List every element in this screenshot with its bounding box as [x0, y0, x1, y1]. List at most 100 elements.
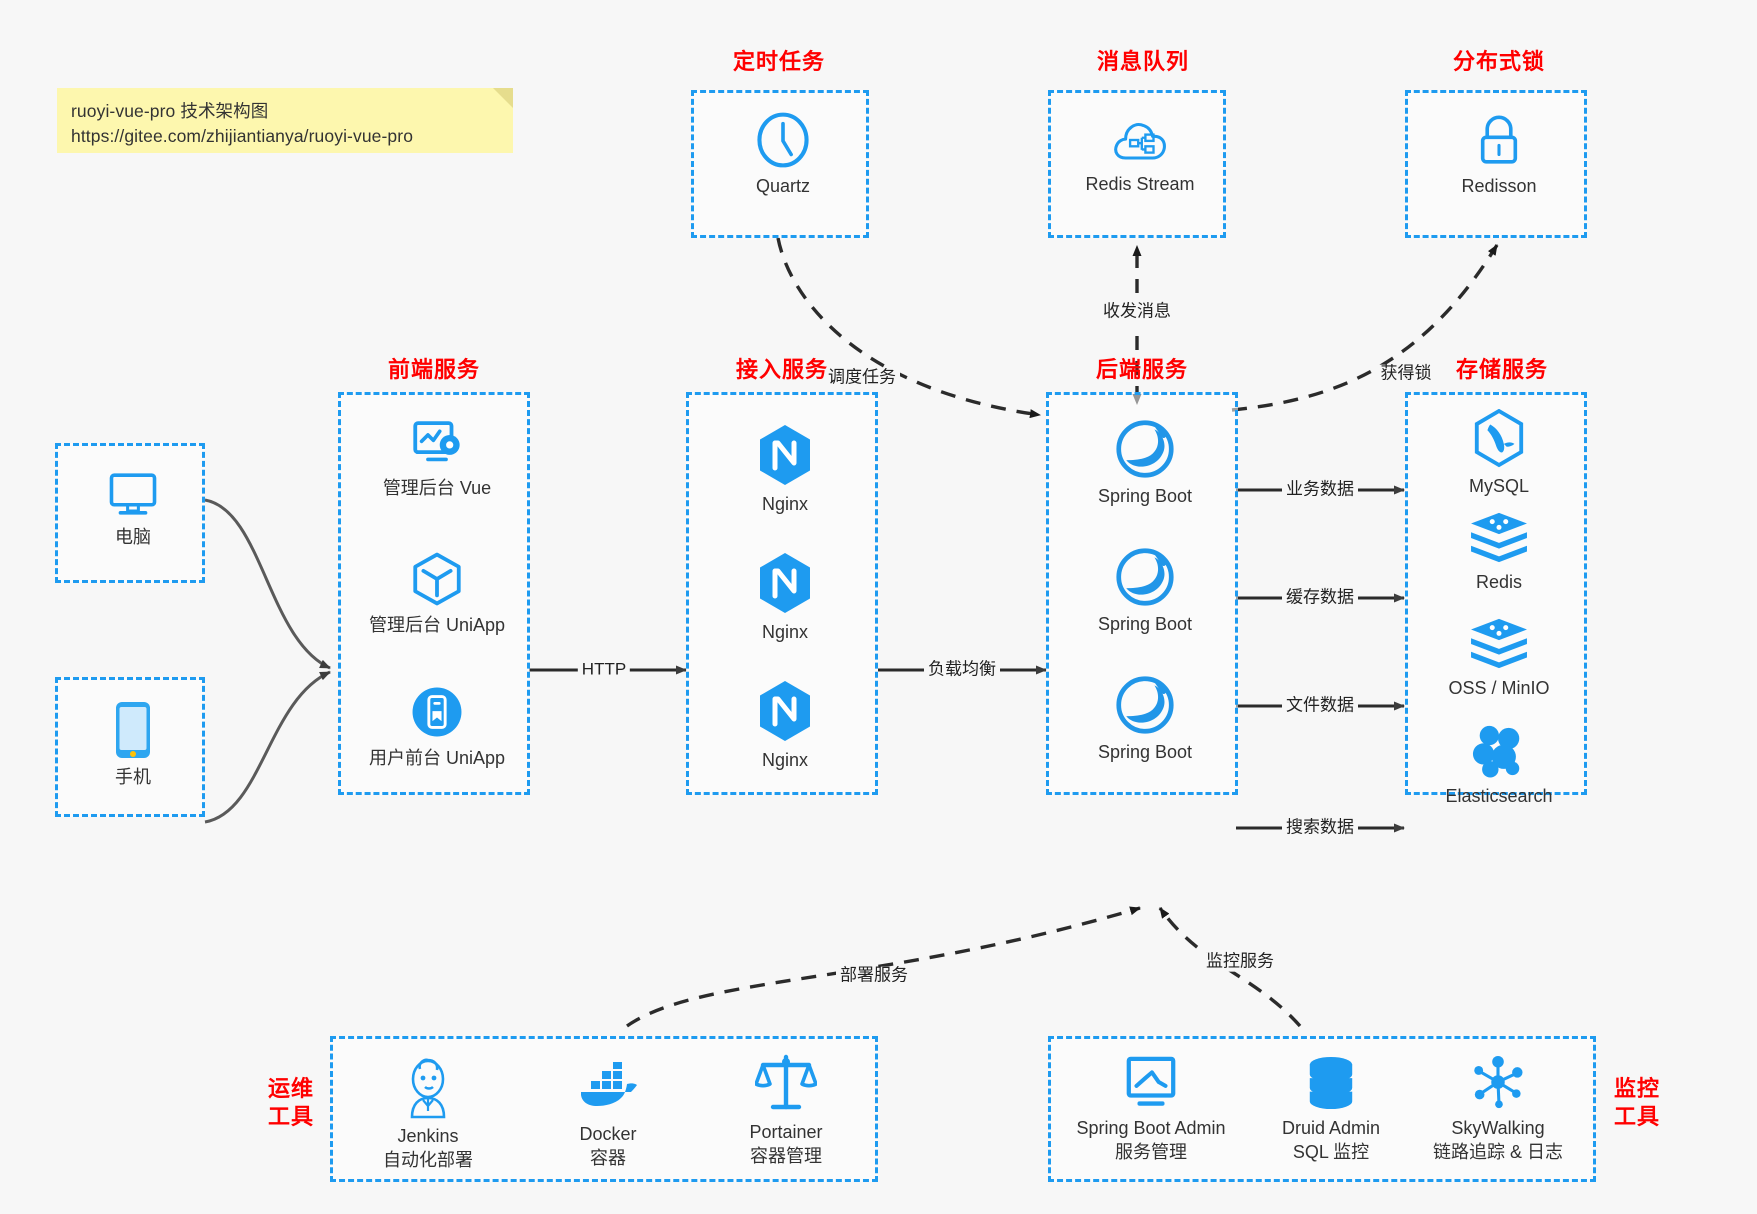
node-label: Redis Stream — [1085, 174, 1195, 194]
node-mysql[interactable]: MySQL — [1408, 409, 1590, 498]
group-title-distributed-lock: 分布式锁 — [1452, 49, 1545, 74]
node-portainer[interactable]: Portainer 容器管理 — [701, 1053, 871, 1169]
node-computer[interactable]: 电脑 — [58, 468, 208, 549]
group-title-message-queue: 消息队列 — [1096, 49, 1189, 74]
note-line-url: https://gitee.com/zhijiantianya/ruoyi-vu… — [71, 126, 414, 147]
group-backend: Spring Boot Spring Boot Spring Boot — [1046, 392, 1238, 795]
group-title-storage: 存储服务 — [1455, 357, 1548, 382]
group-client-pc: 电脑 — [55, 443, 205, 583]
group-storage: MySQL Redis OSS / MinIO — [1405, 392, 1590, 806]
group-client-phone: 手机 — [55, 677, 205, 817]
docker-icon — [581, 1062, 637, 1106]
node-user-uniapp[interactable]: 用户前台 UniApp — [341, 683, 533, 770]
node-nginx-3[interactable]: Nginx — [689, 679, 881, 772]
node-label: OSS / MinIO — [1448, 678, 1550, 698]
node-nginx-2[interactable]: Nginx — [689, 551, 881, 644]
edge-label-search-data: 搜索数据 — [1282, 818, 1358, 838]
node-quartz[interactable]: Quartz — [694, 111, 872, 198]
node-label: SkyWalking — [1451, 1118, 1545, 1138]
node-label: MySQL — [1468, 476, 1529, 496]
node-label: Portainer — [749, 1122, 823, 1142]
node-redisson[interactable]: Redisson — [1408, 111, 1590, 198]
group-title-monitoring-line1: 监控 — [1613, 1076, 1660, 1101]
node-label: Nginx — [761, 622, 809, 642]
node-sublabel: 容器管理 — [750, 1146, 822, 1167]
note-fold-corner — [493, 88, 513, 108]
node-redis-stream[interactable]: Redis Stream — [1051, 113, 1229, 196]
node-label: Elasticsearch — [1445, 786, 1553, 806]
node-elasticsearch[interactable]: Elasticsearch — [1408, 723, 1590, 808]
node-label: Spring Boot Admin — [1076, 1118, 1226, 1138]
node-docker[interactable]: Docker 容器 — [523, 1061, 693, 1171]
spring-boot-icon — [1116, 420, 1174, 478]
node-label: Nginx — [761, 750, 809, 770]
jenkins-icon — [410, 1058, 446, 1119]
node-label: Spring Boot — [1097, 614, 1193, 634]
node-sublabel: 链路追踪 & 日志 — [1432, 1142, 1563, 1163]
spring-boot-icon — [1116, 548, 1174, 606]
node-label: Jenkins — [397, 1126, 459, 1146]
edge-label-acquire-lock: 获得锁 — [1376, 364, 1436, 384]
smartphone-icon — [116, 702, 150, 758]
node-sublabel: 自动化部署 — [383, 1150, 473, 1171]
mysql-icon — [1474, 409, 1524, 468]
edge-label-file-data: 文件数据 — [1282, 696, 1358, 716]
node-druid-admin[interactable]: Druid Admin SQL 监控 — [1241, 1055, 1421, 1165]
node-skywalking[interactable]: SkyWalking 链路追踪 & 日志 — [1403, 1055, 1593, 1165]
mobile-app-icon — [412, 687, 462, 737]
group-title-scheduled-task: 定时任务 — [732, 49, 825, 74]
nginx-icon — [760, 553, 810, 613]
group-title-gateway: 接入服务 — [735, 357, 828, 382]
edge-label-schedule-task: 调度任务 — [824, 368, 900, 388]
node-nginx-1[interactable]: Nginx — [689, 423, 881, 516]
edge-label-load-balance: 负载均衡 — [924, 660, 1000, 680]
node-sublabel: 容器 — [590, 1148, 626, 1169]
redis-icon — [1471, 512, 1527, 563]
clock-icon — [757, 112, 809, 168]
portainer-scales-icon — [755, 1054, 817, 1110]
node-spring-boot-3[interactable]: Spring Boot — [1049, 675, 1241, 764]
group-monitoring: Spring Boot Admin 服务管理 Druid Admin SQL 监… — [1048, 1036, 1596, 1182]
elasticsearch-icon — [1472, 725, 1520, 778]
edge-label-cache-data: 缓存数据 — [1282, 588, 1358, 608]
edge-label-http: HTTP — [577, 660, 631, 680]
info-note: ruoyi-vue-pro 技术架构图 https://gitee.com/zh… — [57, 88, 513, 153]
edge-label-business-data: 业务数据 — [1282, 480, 1358, 500]
node-admin-vue[interactable]: 管理后台 Vue — [341, 417, 533, 500]
edge-label-deploy-service: 部署服务 — [836, 966, 912, 986]
spring-boot-icon — [1116, 676, 1174, 734]
nginx-icon — [760, 681, 810, 741]
node-sublabel: 服务管理 — [1115, 1142, 1187, 1163]
lock-icon — [1480, 115, 1518, 164]
edge-label-send-receive: 收发消息 — [1099, 302, 1175, 322]
node-label: Druid Admin — [1281, 1118, 1381, 1138]
group-title-devops-line1: 运维 — [267, 1076, 314, 1101]
group-title-frontend: 前端服务 — [387, 357, 480, 382]
group-message-queue: Redis Stream — [1048, 90, 1226, 238]
node-redis[interactable]: Redis — [1408, 511, 1590, 594]
node-spring-boot-admin[interactable]: Spring Boot Admin 服务管理 — [1051, 1055, 1251, 1165]
node-label: 手机 — [115, 767, 151, 787]
node-jenkins[interactable]: Jenkins 自动化部署 — [343, 1055, 513, 1173]
node-sublabel: SQL 监控 — [1292, 1142, 1370, 1163]
node-spring-boot-2[interactable]: Spring Boot — [1049, 547, 1241, 636]
group-distributed-lock: Redisson — [1405, 90, 1587, 238]
skywalking-icon — [1474, 1055, 1523, 1109]
note-line-title: ruoyi-vue-pro 技术架构图 — [71, 101, 269, 121]
group-title-monitoring: 监控 工具 — [1604, 1075, 1670, 1130]
group-scheduled-task: Quartz — [691, 90, 869, 238]
group-title-devops: 运维 工具 — [258, 1075, 324, 1130]
node-oss-minio[interactable]: OSS / MinIO — [1408, 617, 1590, 700]
node-phone[interactable]: 手机 — [58, 700, 208, 789]
node-spring-boot-1[interactable]: Spring Boot — [1049, 419, 1241, 508]
node-label: Spring Boot — [1097, 486, 1193, 506]
group-devops: Jenkins 自动化部署 Docker 容器 Portainer — [330, 1036, 878, 1182]
node-label: Redisson — [1461, 176, 1537, 196]
oss-minio-icon — [1471, 618, 1527, 669]
node-admin-uniapp[interactable]: 管理后台 UniApp — [341, 550, 533, 637]
node-label: 管理后台 Vue — [382, 478, 492, 498]
node-label: Redis — [1475, 572, 1523, 592]
node-label: Nginx — [761, 494, 809, 514]
dashboard-gear-icon — [413, 421, 460, 462]
node-label: Spring Boot — [1097, 742, 1193, 762]
